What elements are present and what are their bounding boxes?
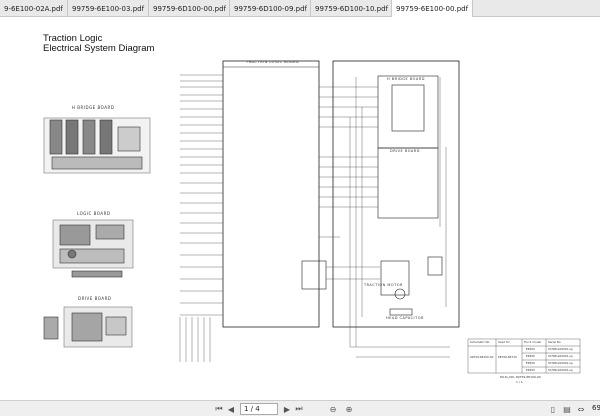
- document-canvas[interactable]: Traction Logic Electrical System Diagram…: [0, 17, 600, 400]
- table-cell-model-2: EP200: [526, 354, 535, 358]
- page-number-input[interactable]: 1 / 4: [240, 403, 278, 415]
- table-header-serial: Serial No.: [548, 340, 562, 344]
- h-bridge-caption: H BRIDGE BOARD: [72, 105, 115, 110]
- fit-width-icon[interactable]: ⇔: [577, 404, 585, 414]
- status-bar: ⏮ ◀ 1 / 4 ▶ ⏭ ⊖ ⊕ ▯ ▤ ⇔ 69: [0, 400, 600, 416]
- page-title: Traction Logic: [43, 33, 103, 44]
- single-page-view-icon[interactable]: ▯: [550, 404, 556, 414]
- table-cell-serial-2: ST/SBxx00001-up: [548, 354, 573, 358]
- traction-logic-board-label: TRACTION LOGIC BOARD: [246, 60, 300, 64]
- tab-5[interactable]: 99759-6E100-00.pdf×: [392, 0, 473, 17]
- close-icon[interactable]: ×: [468, 4, 472, 13]
- logic-board-caption: LOGIC BOARD: [77, 211, 111, 216]
- tab-0[interactable]: 9-6E100-02A.pdf×: [0, 0, 68, 17]
- tab-1[interactable]: 99759-6E100-03.pdf×: [68, 0, 149, 17]
- page-subtitle: Electrical System Diagram: [43, 43, 155, 54]
- table-header-truck-model: Truck model: [524, 340, 541, 344]
- tab-4[interactable]: 99759-6D100-10.pdf×: [311, 0, 392, 17]
- tab-label: 99759-6E100-00.pdf: [396, 4, 469, 13]
- table-cell-serial-4: ST/SBxx00001-up: [548, 368, 573, 372]
- table-cell-used-for: 6E700-6E710: [498, 355, 517, 359]
- tab-label: 99759-6D100-09.pdf: [234, 4, 308, 13]
- prev-page-icon[interactable]: ◀: [227, 404, 235, 414]
- table-cell-model-3: EP200: [526, 361, 535, 365]
- tab-label: 99759-6D100-00.pdf: [153, 4, 227, 13]
- head-capacitor-label: HEAD CAPACITOR: [386, 316, 424, 320]
- h-bridge-board-right-label: H BRIDGE BOARD: [387, 77, 425, 81]
- close-icon[interactable]: ×: [63, 4, 68, 13]
- zoom-in-icon[interactable]: ⊕: [345, 404, 353, 414]
- continuous-view-icon[interactable]: ▤: [563, 404, 571, 414]
- tab-3[interactable]: 99759-6D100-09.pdf×: [230, 0, 311, 17]
- tab-label: 9-6E100-02A.pdf: [4, 4, 63, 13]
- tab-2[interactable]: 99759-6D100-00.pdf×: [149, 0, 230, 17]
- tab-bar: 9-6E100-02A.pdf×99759-6E100-03.pdf×99759…: [0, 0, 600, 17]
- table-cell-serial-3: ST/SBxx00001-up: [548, 361, 573, 365]
- footer-plug-label: PLUG_NO. 99759-6E100-00: [500, 375, 541, 379]
- zoom-level[interactable]: 69: [592, 404, 600, 412]
- table-cell-model-1: EP200: [526, 347, 535, 351]
- table-cell-serial-1: ST/SBxx00001-up: [548, 347, 573, 351]
- first-page-icon[interactable]: ⏮: [215, 404, 223, 413]
- drive-board-caption: DRIVE BOARD: [78, 296, 112, 301]
- table-cell-schematic: 99759-6E100-00: [470, 355, 494, 359]
- tab-label: 99759-6E100-03.pdf: [72, 4, 145, 13]
- drive-board-right-label: DRIVE BOARD: [390, 149, 420, 153]
- tab-label: 99759-6D100-10.pdf: [315, 4, 389, 13]
- traction-motor-label: TRACTION MOTOR: [364, 283, 403, 287]
- table-header-schematic: Schematic No.: [470, 340, 491, 344]
- schematic-drawing: [43, 60, 581, 374]
- next-page-icon[interactable]: ▶: [283, 404, 291, 414]
- table-cell-model-4: EP200: [526, 368, 535, 372]
- last-page-icon[interactable]: ⏭: [295, 404, 303, 413]
- zoom-out-icon[interactable]: ⊖: [329, 404, 337, 414]
- table-header-used-for: Used for: [498, 340, 510, 344]
- footer-page-ref: 1 / 1: [516, 380, 523, 384]
